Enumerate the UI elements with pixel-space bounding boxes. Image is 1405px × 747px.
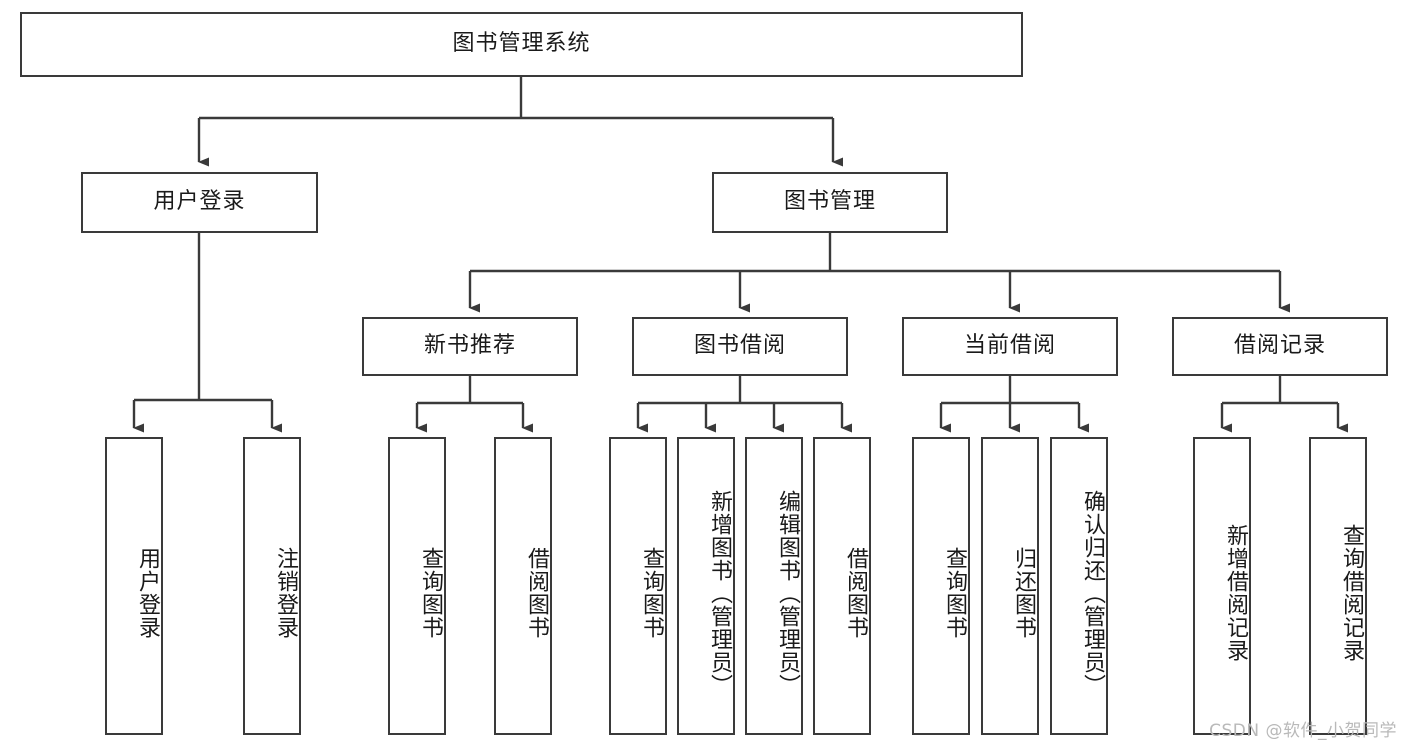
leaf-label: 归还图书 xyxy=(1011,547,1036,639)
leaf-label: 借阅图书 xyxy=(524,547,549,639)
leaf-current-borrow-confirm[interactable]: 确认归还（管理员） xyxy=(1050,437,1108,735)
leaf-label: 编辑图书（管理员） xyxy=(775,489,800,697)
leaf-current-borrow-return[interactable]: 归还图书 xyxy=(981,437,1039,735)
node-user-login[interactable]: 用户登录 xyxy=(81,172,318,233)
leaf-book-borrow-query[interactable]: 查询图书 xyxy=(609,437,667,735)
leaf-book-borrow-add[interactable]: 新增图书（管理员） xyxy=(677,437,735,735)
leaf-borrow-record-add[interactable]: 新增借阅记录 xyxy=(1193,437,1251,735)
leaf-new-book-query[interactable]: 查询图书 xyxy=(388,437,446,735)
leaf-label: 确认归还（管理员） xyxy=(1080,489,1105,697)
leaf-book-borrow-borrow[interactable]: 借阅图书 xyxy=(813,437,871,735)
leaf-borrow-record-query[interactable]: 查询借阅记录 xyxy=(1309,437,1367,735)
leaf-label: 用户登录 xyxy=(135,547,160,639)
leaf-label: 借阅图书 xyxy=(843,547,868,639)
node-book-borrow[interactable]: 图书借阅 xyxy=(632,317,848,376)
leaf-user-login-logout[interactable]: 注销登录 xyxy=(243,437,301,735)
leaf-label: 查询图书 xyxy=(639,547,664,639)
leaf-label: 新增图书（管理员） xyxy=(707,489,732,697)
leaf-label: 查询图书 xyxy=(418,547,443,639)
node-root-system[interactable]: 图书管理系统 xyxy=(20,12,1023,77)
leaf-book-borrow-edit[interactable]: 编辑图书（管理员） xyxy=(745,437,803,735)
leaf-label: 查询借阅记录 xyxy=(1339,524,1364,662)
leaf-new-book-borrow[interactable]: 借阅图书 xyxy=(494,437,552,735)
leaf-label: 注销登录 xyxy=(273,547,298,639)
leaf-label: 查询图书 xyxy=(942,547,967,639)
leaf-user-login-login[interactable]: 用户登录 xyxy=(105,437,163,735)
csdn-watermark: CSDN @软件_小贺同学 xyxy=(1209,721,1397,741)
node-new-book-recommend[interactable]: 新书推荐 xyxy=(362,317,578,376)
leaf-current-borrow-query[interactable]: 查询图书 xyxy=(912,437,970,735)
node-borrow-record[interactable]: 借阅记录 xyxy=(1172,317,1388,376)
node-book-manage[interactable]: 图书管理 xyxy=(712,172,948,233)
node-current-borrow[interactable]: 当前借阅 xyxy=(902,317,1118,376)
leaf-label: 新增借阅记录 xyxy=(1223,524,1248,662)
